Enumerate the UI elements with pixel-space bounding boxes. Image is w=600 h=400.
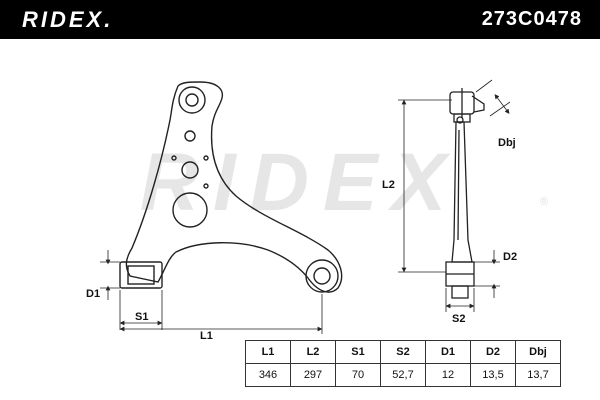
table-cell: 13,5 bbox=[470, 363, 516, 387]
table-header-cell: D2 bbox=[470, 340, 516, 364]
table-cell: 12 bbox=[425, 363, 471, 387]
d1-label: D1 bbox=[86, 288, 100, 300]
table-header-cell: D1 bbox=[425, 340, 471, 364]
table-header-cell: L2 bbox=[290, 340, 336, 364]
table-cell: 346 bbox=[245, 363, 291, 387]
l1-label: L1 bbox=[200, 330, 213, 339]
s2-label: S2 bbox=[452, 313, 465, 325]
technical-drawing: RIDEX ® D1 S1 L1 bbox=[86, 79, 548, 339]
brand-logo: RIDEX. bbox=[22, 7, 114, 32]
front-bushing bbox=[119, 261, 163, 289]
table-cell: 70 bbox=[335, 363, 381, 387]
d2-label: D2 bbox=[503, 251, 517, 263]
l1-dimension bbox=[119, 294, 323, 334]
table-cell: 13,7 bbox=[515, 363, 561, 387]
table-header-cell: Dbj bbox=[515, 340, 561, 364]
dbj-dimension bbox=[475, 79, 511, 117]
rear-bushing bbox=[305, 259, 339, 293]
table-header-cell: L1 bbox=[245, 340, 291, 364]
header-bar: RIDEX. 273C0478 bbox=[0, 0, 600, 39]
table-cell: 297 bbox=[290, 363, 336, 387]
table-cell: 52,7 bbox=[380, 363, 426, 387]
d1-dimension bbox=[100, 250, 120, 300]
ball-joint bbox=[178, 86, 206, 114]
watermark: RIDEX bbox=[140, 137, 461, 228]
large-hole bbox=[172, 192, 208, 228]
control-arm-outline bbox=[125, 81, 343, 293]
table-row: 346 297 70 52,7 12 13,5 13,7 bbox=[245, 363, 561, 387]
side-view bbox=[445, 88, 485, 299]
s1-dimension bbox=[119, 290, 163, 330]
control-arm-view bbox=[119, 81, 343, 293]
table-header-cell: S2 bbox=[380, 340, 426, 364]
part-number: 273C0478 bbox=[481, 8, 582, 30]
s2-dimension bbox=[445, 288, 475, 312]
dimensions-table: L1 L2 S1 S2 D1 D2 Dbj 346 297 70 52,7 12… bbox=[245, 340, 561, 387]
table-header-cell: S1 bbox=[335, 340, 381, 364]
l2-label: L2 bbox=[382, 179, 395, 191]
dbj-label: Dbj bbox=[498, 137, 516, 149]
l2-dimension bbox=[398, 99, 452, 273]
watermark-registered: ® bbox=[540, 196, 548, 208]
arm-side-profile bbox=[451, 121, 473, 263]
s1-label: S1 bbox=[135, 311, 148, 323]
d2-dimension bbox=[474, 250, 500, 298]
table-header-row: L1 L2 S1 S2 D1 D2 Dbj bbox=[245, 340, 561, 364]
